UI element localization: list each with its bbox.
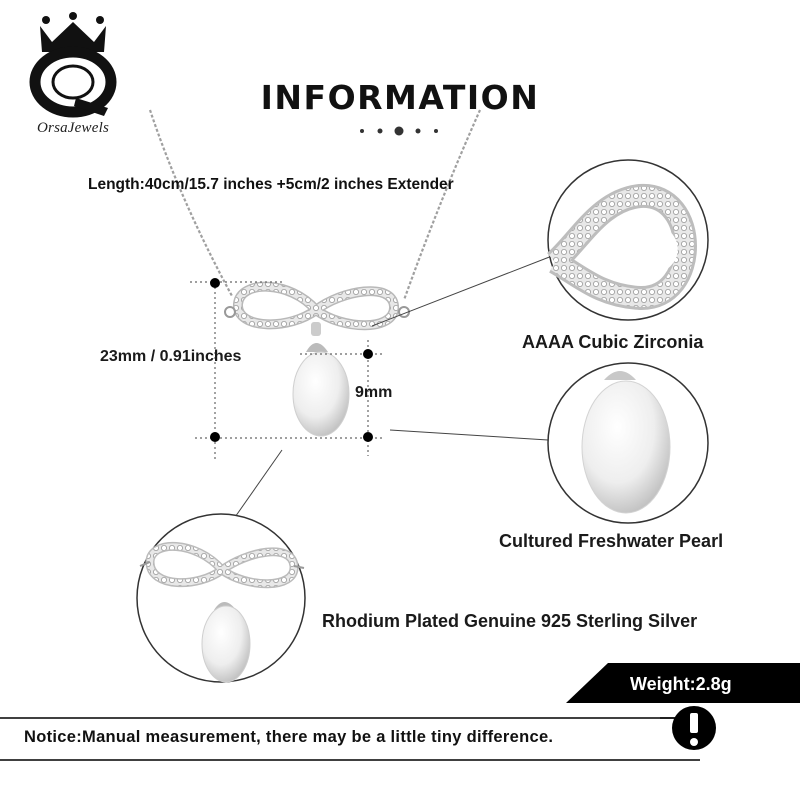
- zircon-label: AAAA Cubic Zirconia: [522, 332, 704, 352]
- page-title: INFORMATION: [260, 78, 540, 117]
- callout-lines: [232, 255, 553, 521]
- pearl-size-label: 9mm: [355, 384, 393, 401]
- pearl-detail-circle: [547, 362, 709, 524]
- necklace-chain: [148, 109, 482, 301]
- zircon-detail-circle: [546, 159, 709, 321]
- crown-o-logo-icon: [29, 12, 117, 118]
- length-label: Length:40cm/15.7 inches +5cm/2 inches Ex…: [88, 176, 454, 193]
- material-label: Rhodium Plated Genuine 925 Sterling Silv…: [322, 611, 698, 631]
- brand-name: OrsaJewels: [37, 120, 109, 136]
- height-label: 23mm / 0.91inches: [100, 348, 242, 365]
- exclamation-icon: [672, 706, 716, 750]
- pendant-detail-circle: [136, 513, 306, 683]
- weight-badge: [566, 663, 800, 703]
- pearl-label: Cultured Freshwater Pearl: [499, 531, 724, 551]
- brand-logo: OrsaJewels: [18, 12, 128, 142]
- weight-label: Weight:2.8g: [630, 674, 732, 694]
- measurement-points: [210, 278, 373, 442]
- title-dots-decoration: [360, 126, 438, 136]
- infinity-pendant: [224, 281, 410, 437]
- notice-text: Notice:Manual measurement, there may be …: [24, 728, 554, 746]
